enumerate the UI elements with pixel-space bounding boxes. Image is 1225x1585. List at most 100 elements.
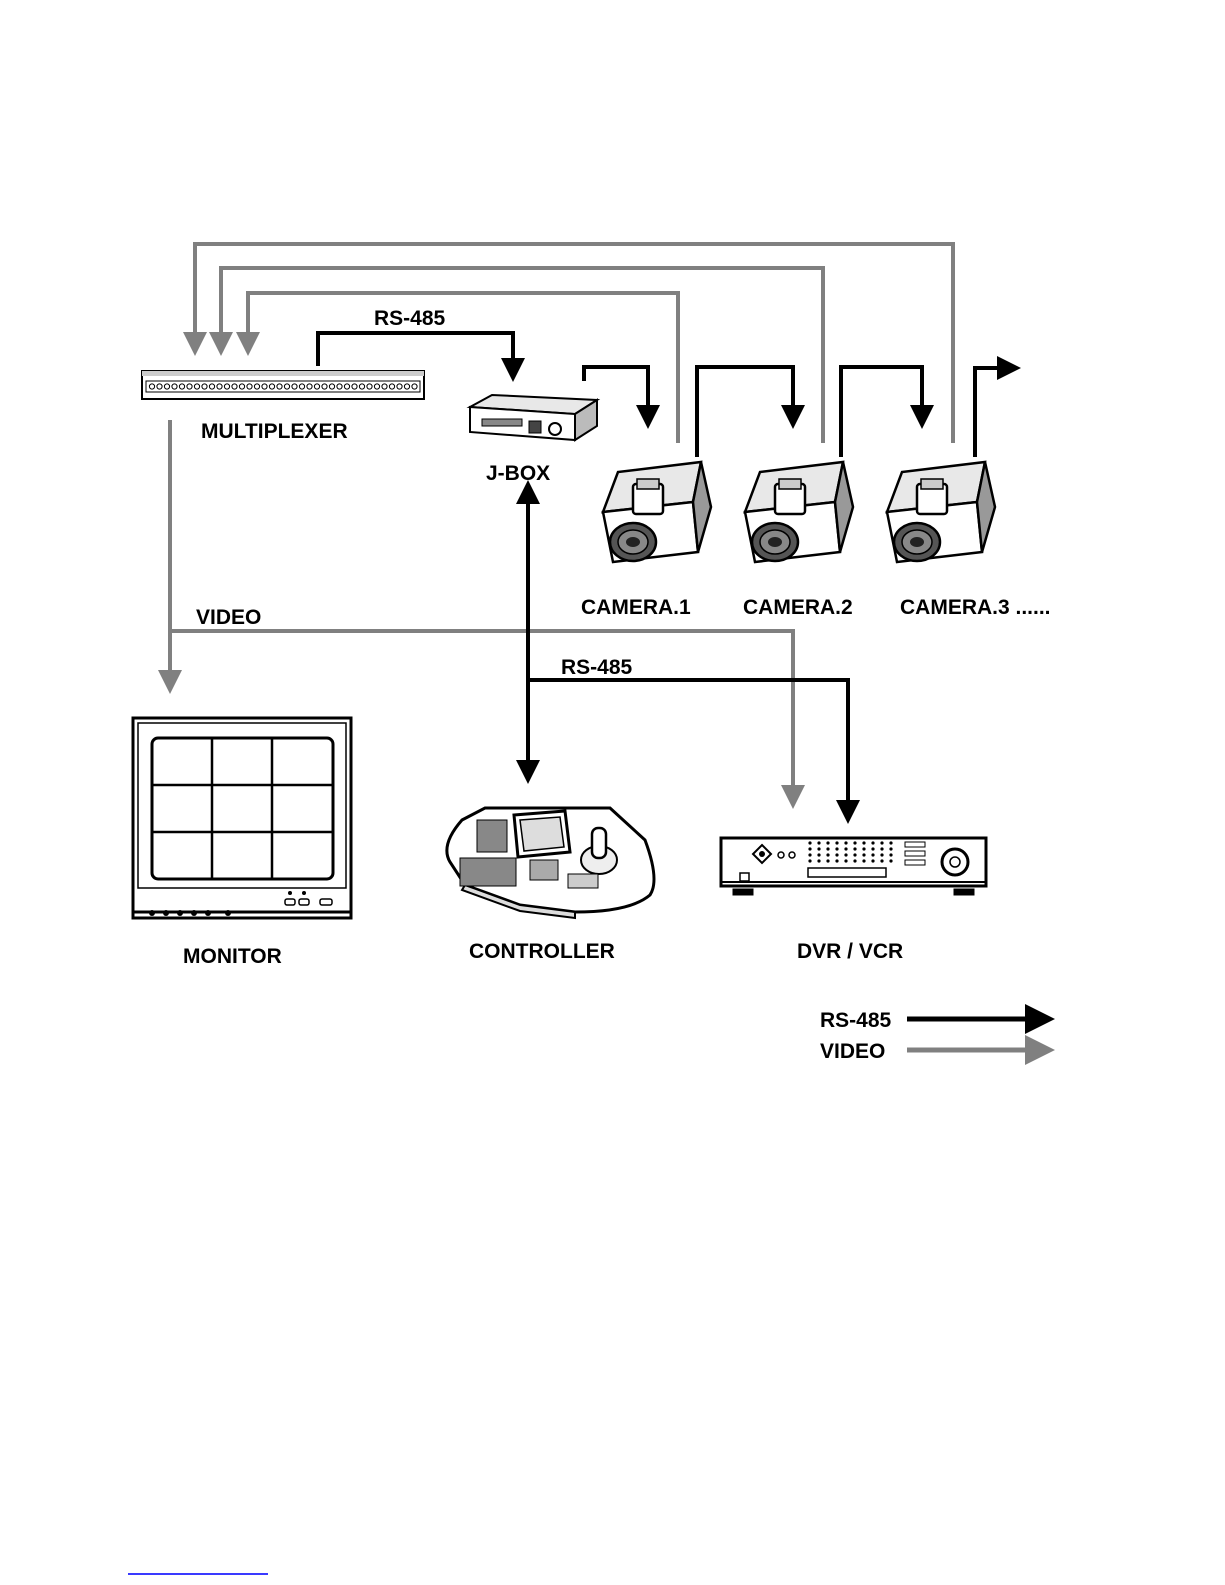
label-controller: CONTROLLER [469, 940, 615, 963]
dvr-button [853, 853, 856, 856]
multiplexer-button [292, 384, 297, 389]
dvr-button [889, 841, 892, 844]
label-rs485-top: RS-485 [374, 307, 446, 330]
footer-rule [128, 1573, 268, 1575]
multiplexer-button [172, 384, 177, 389]
multiplexer-button [412, 384, 417, 389]
dvr-button [871, 859, 874, 862]
multiplexer-button [164, 384, 169, 389]
dvr-button [835, 859, 838, 862]
dvr-button [871, 853, 874, 856]
multiplexer-button [179, 384, 184, 389]
legend-lines [907, 1019, 1050, 1050]
multiplexer-button [209, 384, 214, 389]
camera-1-device [603, 462, 711, 562]
dvr-button [808, 841, 811, 844]
dvr-button [871, 841, 874, 844]
dvr-button [844, 841, 847, 844]
dvr-button [862, 841, 865, 844]
multiplexer-button [277, 384, 282, 389]
dvr-button [826, 841, 829, 844]
dvr-button [844, 847, 847, 850]
dvr-button [889, 853, 892, 856]
legend-label-video: VIDEO [820, 1040, 885, 1063]
multiplexer-button [224, 384, 229, 389]
multiplexer-button [344, 384, 349, 389]
camera-3-device [887, 462, 995, 562]
label-jbox: J-BOX [486, 462, 550, 485]
dvr-button [853, 847, 856, 850]
multiplexer-button [157, 384, 162, 389]
multiplexer-button [254, 384, 259, 389]
dvr-button [826, 847, 829, 850]
dvr-button [844, 859, 847, 862]
multiplexer-button [262, 384, 267, 389]
multiplexer-button [359, 384, 364, 389]
dvr-button [880, 853, 883, 856]
multiplexer-button [397, 384, 402, 389]
dvr-button [835, 841, 838, 844]
multiplexer-button [149, 384, 154, 389]
multiplexer-button [329, 384, 334, 389]
dvr-button [835, 847, 838, 850]
multiplexer-button [239, 384, 244, 389]
label-camera-3: CAMERA.3 ...... [900, 596, 1051, 619]
rs485-camera3-out [975, 368, 1017, 457]
multiplexer-button [322, 384, 327, 389]
label-monitor: MONITOR [183, 945, 282, 968]
legend-label-rs485: RS-485 [820, 1009, 892, 1032]
dvr-button [808, 847, 811, 850]
multiplexer-button [389, 384, 394, 389]
multiplexer-button [232, 384, 237, 389]
dvr-button [808, 853, 811, 856]
dvr-button [880, 841, 883, 844]
dvr-button [880, 847, 883, 850]
dvr-vcr-device [721, 838, 986, 895]
multiplexer-button [337, 384, 342, 389]
multiplexer-button [284, 384, 289, 389]
rs485-to-dvr [528, 680, 848, 820]
label-dvr-vcr: DVR / VCR [797, 940, 903, 963]
multiplexer-button [367, 384, 372, 389]
controller-device [447, 808, 654, 918]
dvr-button [835, 853, 838, 856]
multiplexer-button [404, 384, 409, 389]
multiplexer-button [217, 384, 222, 389]
dvr-button [871, 847, 874, 850]
rs485-camera2-to-camera3 [841, 367, 922, 457]
dvr-button [817, 841, 820, 844]
dvr-button [817, 847, 820, 850]
dvr-button [853, 841, 856, 844]
dvr-button [862, 853, 865, 856]
dvr-button [889, 859, 892, 862]
multiplexer-button [352, 384, 357, 389]
dvr-button [844, 853, 847, 856]
multiplexer-button [374, 384, 379, 389]
multiplexer-button [269, 384, 274, 389]
label-multiplexer: MULTIPLEXER [201, 420, 348, 443]
multiplexer-button [187, 384, 192, 389]
dvr-button [817, 853, 820, 856]
dvr-button [889, 847, 892, 850]
multiplexer-button [382, 384, 387, 389]
dvr-button [862, 847, 865, 850]
jbox-device [470, 395, 597, 440]
label-rs485-mid: RS-485 [561, 656, 633, 679]
label-camera-1: CAMERA.1 [581, 596, 691, 619]
camera-2-device [745, 462, 853, 562]
label-video: VIDEO [196, 606, 261, 629]
rs485-camera1-to-camera2 [697, 367, 793, 457]
multiplexer-button [314, 384, 319, 389]
monitor-device [133, 718, 351, 918]
dvr-button [826, 859, 829, 862]
multiplexer-button [307, 384, 312, 389]
dvr-button [808, 859, 811, 862]
dvr-button [880, 859, 883, 862]
dvr-button [817, 859, 820, 862]
multiplexer-button [202, 384, 207, 389]
dvr-button [826, 853, 829, 856]
multiplexer-button [194, 384, 199, 389]
label-camera-2: CAMERA.2 [743, 596, 853, 619]
dvr-button [853, 859, 856, 862]
